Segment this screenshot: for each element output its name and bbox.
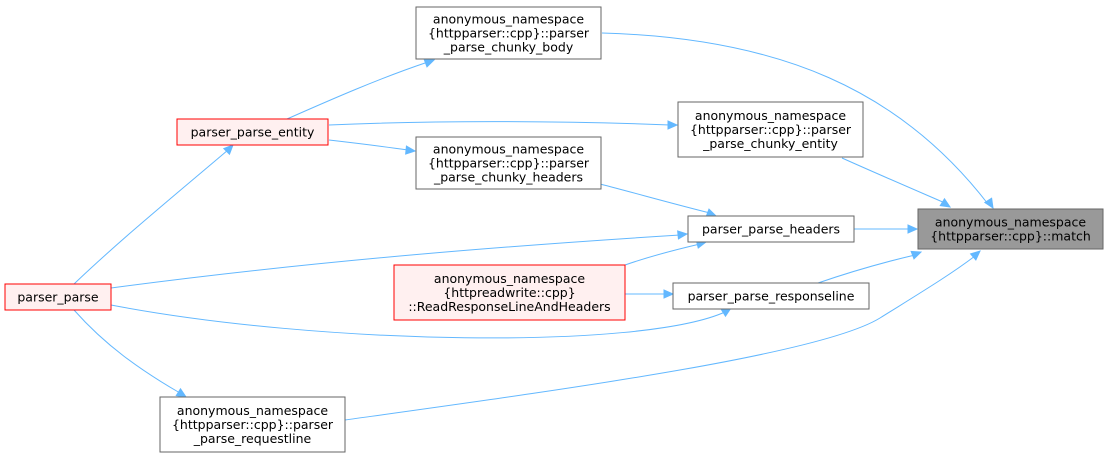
node-parse-chunky-entity[interactable]: anonymous_namespace{httpparser::cpp}::pa… [677,101,864,158]
node-box [393,264,626,321]
edge-arrowhead [939,197,952,208]
node-box [4,283,112,311]
edge-parse_requestline-to-match [344,250,981,421]
node-label-line: anonymous_namespace [695,108,846,123]
node-label-line: anonymous_namespace [434,271,585,286]
node-label-line: parser_parse [17,290,99,305]
edge-line [841,157,946,204]
node-match[interactable]: anonymous_namespace{httpparser::cpp}::ma… [917,208,1104,250]
edge-arrowhead [667,120,679,130]
node-parse-headers[interactable]: parser_parse_headers [687,215,855,243]
edge-read_response-to-parse_responseline [625,289,675,299]
edge-arrowhead [910,250,923,260]
node-label-line: _parse_chunky_body [443,40,574,55]
edge-arrowhead [983,197,994,210]
node-label-line: _parse_chunky_entity [702,136,838,151]
edge-line [110,234,681,289]
edge-parse-to-parse_entity [73,144,234,285]
edge-arrowhead [907,224,919,234]
node-parse-chunky-headers[interactable]: anonymous_namespace{httpparser::cpp}::pa… [415,136,602,190]
node-box [176,118,329,146]
node-label-line: _parse_chunky_headers [433,170,583,185]
edge-parse_chunky_body-to-match [601,32,994,210]
edge-arrowhead [423,58,436,68]
edge-parse_headers-to-match [854,224,919,234]
edge-line [624,243,701,266]
edge-parse_entity-to-parse_chunky_headers [328,139,417,155]
edge-line [344,255,976,421]
edge-line [73,149,229,285]
edge-arrowhead [677,230,689,240]
node-box [687,215,855,243]
edge-arrowhead [663,289,675,299]
edge-arrowhead [405,145,417,155]
node-label-line: {httpparser::cpp}::parser [428,26,590,41]
node-layer: anonymous_namespace{httpparser::cpp}::ma… [4,6,1104,453]
node-label-line: {httpparser::cpp}::parser [428,156,590,171]
edge-line [286,61,429,120]
edge-line [110,304,726,339]
node-box [672,282,870,310]
node-label-line: parser_parse_entity [191,125,315,140]
node-label-line: {httpreadwrite::cpp} [443,285,575,300]
node-box [917,208,1104,250]
edge-line [817,254,916,284]
edge-parse_chunky_entity-to-match [841,157,952,208]
edge-arrowhead [969,250,981,261]
node-label-line: {httpparser::cpp}::parser [172,417,334,432]
node-read-response[interactable]: anonymous_namespace{httpreadwrite::cpp}:… [393,264,626,321]
node-box [677,101,864,158]
node-parse-chunky-body[interactable]: anonymous_namespace{httpparser::cpp}::pa… [415,6,602,60]
edge-parse_responseline-to-match [817,250,923,284]
node-label-line: _parse_requestline [193,431,312,446]
node-label-line: {httpparser::cpp}::match [930,229,1091,244]
node-parse-entity[interactable]: parser_parse_entity [176,118,329,146]
edge-parse_entity-to-parse_chunky_entity [328,120,679,130]
edge-line [328,121,671,126]
edge-line [599,183,711,214]
node-label-line: {httpparser::cpp}::parser [690,122,852,137]
node-box [415,6,602,60]
edge-arrowhead [222,144,234,156]
edge-layer [73,32,994,421]
node-label-line: parser_parse_headers [702,222,840,237]
edge-parse-to-parse_headers [110,230,689,289]
edge-arrowhead [175,387,188,398]
edge-arrowhead [705,208,718,218]
edge-parse-to-parse_requestline [73,309,188,398]
edge-line [328,139,409,151]
edge-read_response-to-parse_headers [624,239,708,266]
node-box [159,396,346,453]
node-label-line: parser_parse_responseline [688,289,855,304]
edge-line [73,309,181,394]
node-box [415,136,602,190]
node-parse-responseline[interactable]: parser_parse_responseline [672,282,870,310]
node-label-line: anonymous_namespace [935,215,1086,230]
node-parse[interactable]: parser_parse [4,283,112,311]
edge-parse_entity-to-parse_chunky_body [286,58,436,120]
node-label-line: ::ReadResponseLineAndHeaders [408,299,610,314]
node-parse-requestline[interactable]: anonymous_namespace{httpparser::cpp}::pa… [159,396,346,453]
edge-parse_chunky_headers-to-parse_headers [599,183,718,218]
edge-line [601,32,989,205]
node-label-line: anonymous_namespace [177,403,328,418]
node-label-line: anonymous_namespace [433,12,584,27]
node-label-line: anonymous_namespace [433,142,584,157]
